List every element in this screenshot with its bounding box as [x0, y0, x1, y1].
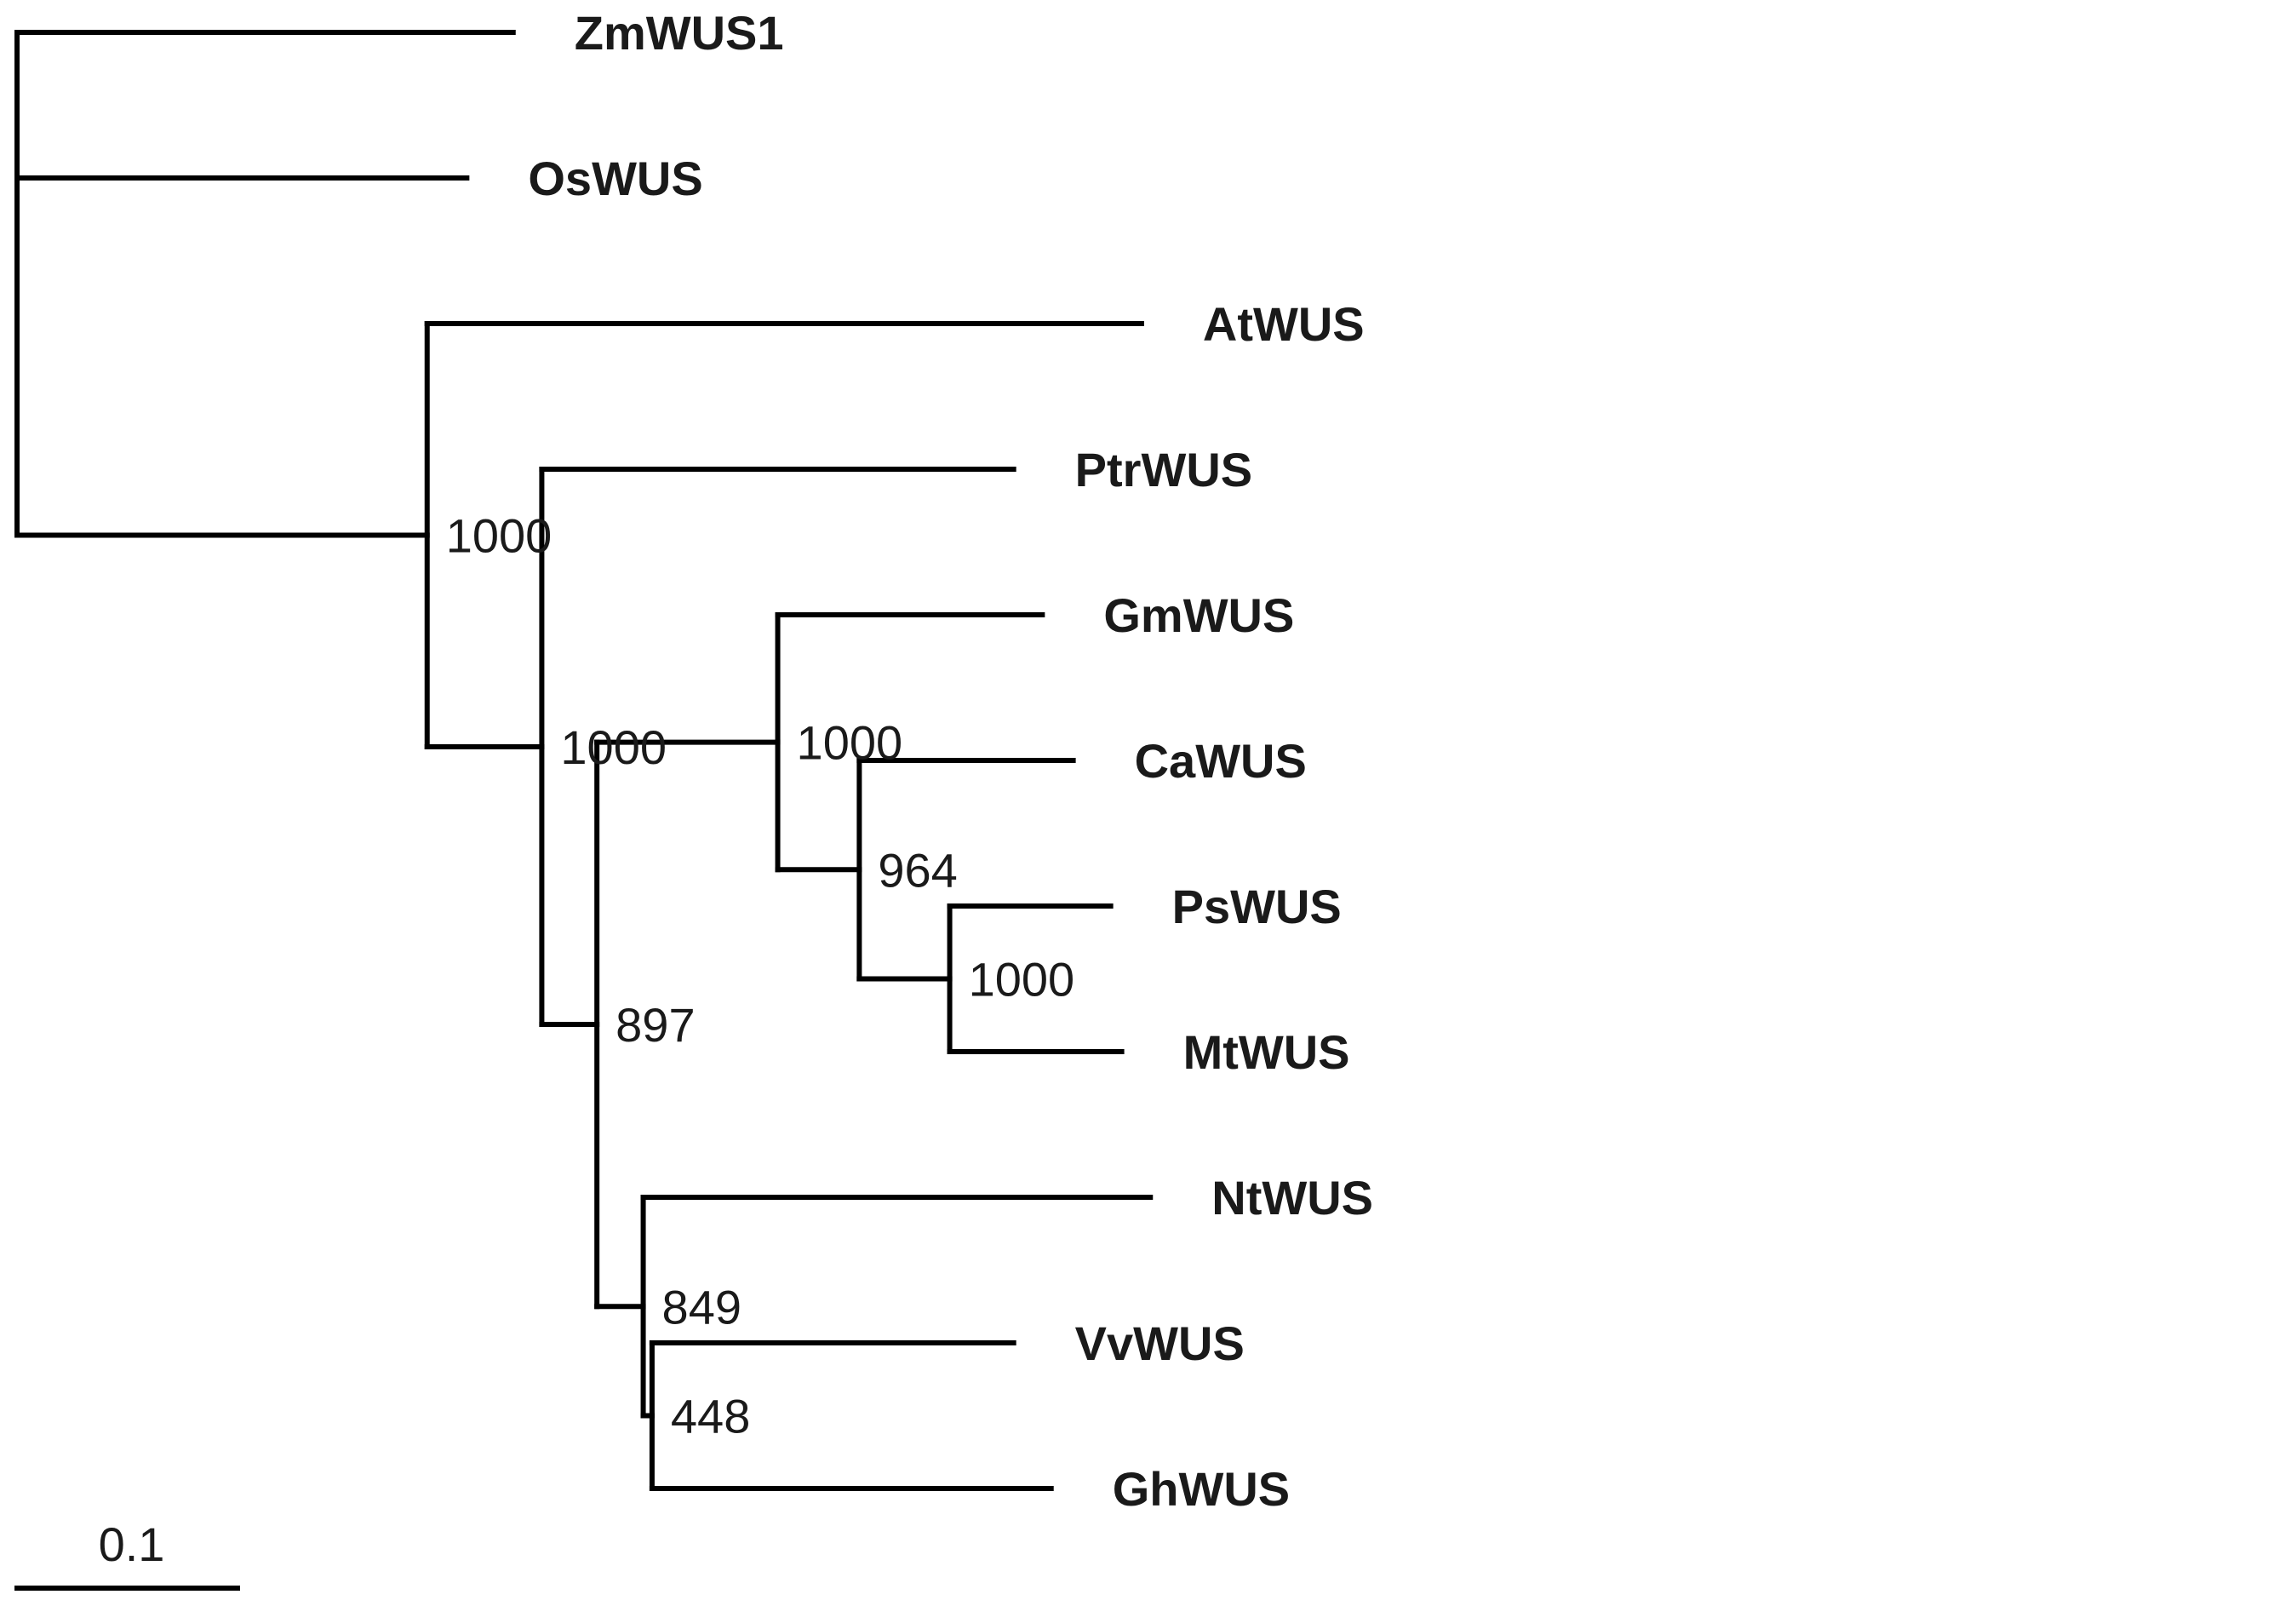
taxon-label-ca: CaWUS: [1135, 734, 1307, 788]
taxon-label-vv: VvWUS: [1075, 1316, 1245, 1370]
bootstrap-value-n5: 964: [878, 843, 957, 897]
taxon-label-nt: NtWUS: [1211, 1171, 1373, 1225]
taxon-label-mt: MtWUS: [1183, 1025, 1350, 1079]
scale-bar-label: 0.1: [99, 1517, 165, 1571]
taxon-label-at: AtWUS: [1203, 297, 1365, 351]
taxon-label-zm: ZmWUS1: [575, 6, 784, 60]
bootstrap-value-n4: 1000: [797, 716, 903, 770]
taxon-label-ptr: PtrWUS: [1075, 443, 1252, 496]
bootstrap-values: 1000 1000 897 1000 964 1000 849 448: [446, 508, 1074, 1443]
taxon-label-ps: PsWUS: [1172, 880, 1342, 933]
taxon-label-os: OsWUS: [528, 152, 702, 205]
scale-bar: 0.1: [14, 1517, 240, 1591]
tree-branches: [14, 30, 1154, 1491]
taxon-label-gm: GmWUS: [1103, 588, 1294, 642]
taxon-label-gh: GhWUS: [1113, 1462, 1290, 1516]
bootstrap-value-n3: 897: [616, 998, 695, 1052]
bootstrap-value-n8: 448: [671, 1390, 750, 1443]
bootstrap-value-n6: 1000: [969, 953, 1075, 1007]
bootstrap-value-n2: 1000: [560, 720, 667, 774]
bootstrap-value-n1: 1000: [446, 508, 553, 562]
bootstrap-value-n7: 849: [662, 1280, 741, 1334]
